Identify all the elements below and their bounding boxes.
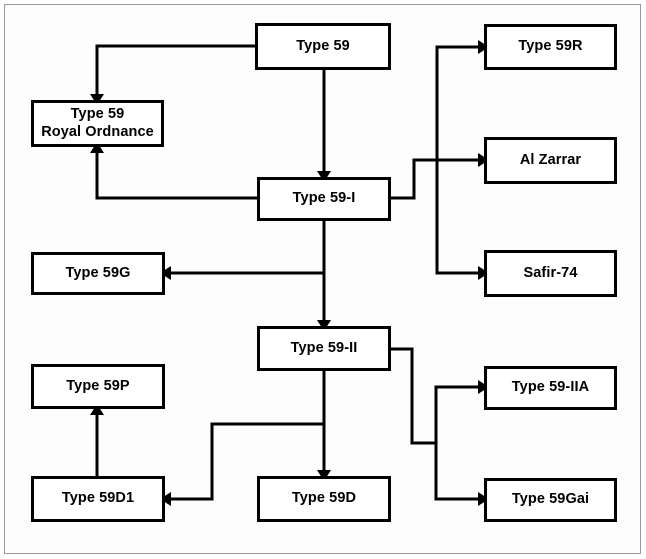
node-type59p[interactable]: Type 59P (31, 364, 165, 409)
node-label: Type 59P (66, 377, 130, 394)
node-type59d1[interactable]: Type 59D1 (31, 476, 165, 522)
e-59-to-royalordnance (95, 44, 255, 94)
node-label: Type 59-I (292, 190, 356, 207)
node-type59r[interactable]: Type 59R (484, 24, 617, 70)
e-59i-to-trunk (391, 158, 437, 200)
node-alzarrar[interactable]: Al Zarrar (484, 137, 617, 184)
node-label: Type 59R (518, 38, 583, 55)
node-label: Safir-74 (523, 264, 578, 281)
e-59ii-to-branch (391, 347, 436, 445)
node-royalordnance[interactable]: Type 59 Royal Ordnance (31, 100, 164, 147)
node-label: Al Zarrar (519, 151, 582, 168)
e-59i-to-59ii-arrowhead (317, 320, 331, 331)
node-type59ii[interactable]: Type 59-II (257, 326, 391, 371)
e-trunk-to-safir74 (435, 160, 478, 275)
node-label: Type 59-II (290, 339, 358, 356)
e-59ii-to-59d-arrowhead (317, 470, 331, 481)
node-label: Type 59D (291, 490, 357, 507)
node-type59iia[interactable]: Type 59-IIA (484, 366, 617, 410)
e-59i-to-59g (171, 221, 326, 275)
node-type59d[interactable]: Type 59D (257, 476, 391, 522)
node-label: Type 59 (296, 37, 350, 54)
e-59i-to-59g-arrowhead (160, 266, 171, 280)
e-branch-to-59gai-arrowhead (478, 492, 489, 506)
e-trunk-to-alzarrar-arrowhead (478, 153, 489, 167)
node-label: Type 59-IIA (511, 379, 590, 396)
e-59-to-royalordnance-arrowhead (90, 94, 104, 105)
e-59i-to-royalordnance (95, 153, 257, 200)
e-branch-to-59iia-arrowhead (478, 380, 489, 394)
e-branch-to-59gai (434, 443, 478, 501)
e-trunk-to-safir74-arrowhead (478, 266, 489, 280)
node-label: Type 59G (65, 264, 131, 281)
e-59ii-to-59d1 (171, 422, 324, 501)
node-label: Type 59Gai (511, 491, 590, 508)
node-type59g[interactable]: Type 59G (31, 252, 165, 295)
e-59-to-59i-arrowhead (317, 171, 331, 182)
node-label: Type 59 Royal Ordnance (41, 106, 154, 140)
node-type59gai[interactable]: Type 59Gai (484, 478, 617, 522)
node-type59[interactable]: Type 59 (255, 23, 391, 70)
e-59i-to-royalordnance-arrowhead (90, 142, 104, 153)
node-safir74[interactable]: Safir-74 (484, 250, 617, 297)
node-type59i[interactable]: Type 59-I (257, 177, 391, 221)
node-label: Type 59D1 (61, 490, 135, 507)
e-trunk-to-59r-arrowhead (478, 40, 489, 54)
e-59d1-to-59p-arrowhead (90, 404, 104, 415)
e-branch-to-59iia (434, 385, 478, 443)
e-trunk-to-59r (435, 45, 478, 160)
e-59ii-to-59d1-arrowhead (160, 492, 171, 506)
